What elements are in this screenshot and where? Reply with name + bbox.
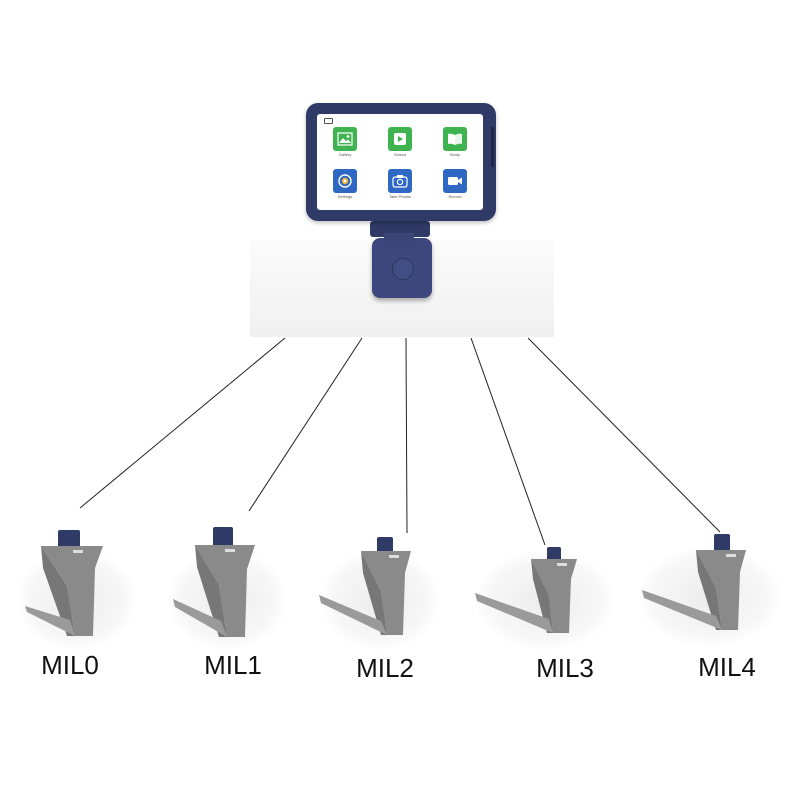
blade-image	[642, 534, 746, 630]
app-record[interactable]: Record	[435, 169, 475, 199]
monitor-screen: Gallery Videos Study Settings	[317, 114, 483, 210]
camera-icon	[388, 169, 412, 193]
blade-label: MIL2	[356, 653, 414, 683]
blade-label: MIL0	[41, 650, 99, 680]
app-label: Study	[449, 152, 461, 157]
stand-neck	[384, 233, 414, 247]
connection-line-mil3	[470, 337, 546, 546]
app-label: Videos	[393, 152, 407, 157]
blade-image	[319, 537, 411, 635]
power-button[interactable]	[392, 258, 414, 280]
app-label: Record	[448, 194, 462, 199]
connection-line-mil1	[248, 337, 363, 512]
app-label: Take Photos	[388, 194, 411, 199]
blade-image	[475, 547, 577, 633]
app-study[interactable]: Study	[435, 127, 475, 157]
side-buttons[interactable]	[491, 127, 494, 167]
battery-icon	[324, 118, 333, 124]
connection-line-mil4	[527, 337, 721, 533]
app-videos[interactable]: Videos	[380, 127, 420, 157]
blade-label: MIL1	[204, 650, 262, 680]
app-label: Gallery	[338, 152, 352, 157]
blade-image	[25, 530, 103, 636]
connection-line-mil2	[405, 337, 408, 534]
book-icon	[443, 127, 467, 151]
gallery-icon	[333, 127, 357, 151]
connection-line-mil0	[79, 337, 286, 509]
settings-icon	[333, 169, 357, 193]
app-settings[interactable]: Settings	[325, 169, 365, 199]
app-gallery[interactable]: Gallery	[325, 127, 365, 157]
device-base	[372, 238, 432, 298]
video-camera-icon	[443, 169, 467, 193]
blade-image	[173, 527, 255, 637]
video-monitor: Gallery Videos Study Settings	[306, 103, 496, 221]
app-take-photos[interactable]: Take Photos	[380, 169, 420, 199]
app-label: Settings	[337, 194, 353, 199]
play-icon	[388, 127, 412, 151]
status-bar	[317, 114, 483, 124]
blade-label: MIL3	[536, 653, 594, 683]
blade-label: MIL4	[698, 652, 756, 682]
